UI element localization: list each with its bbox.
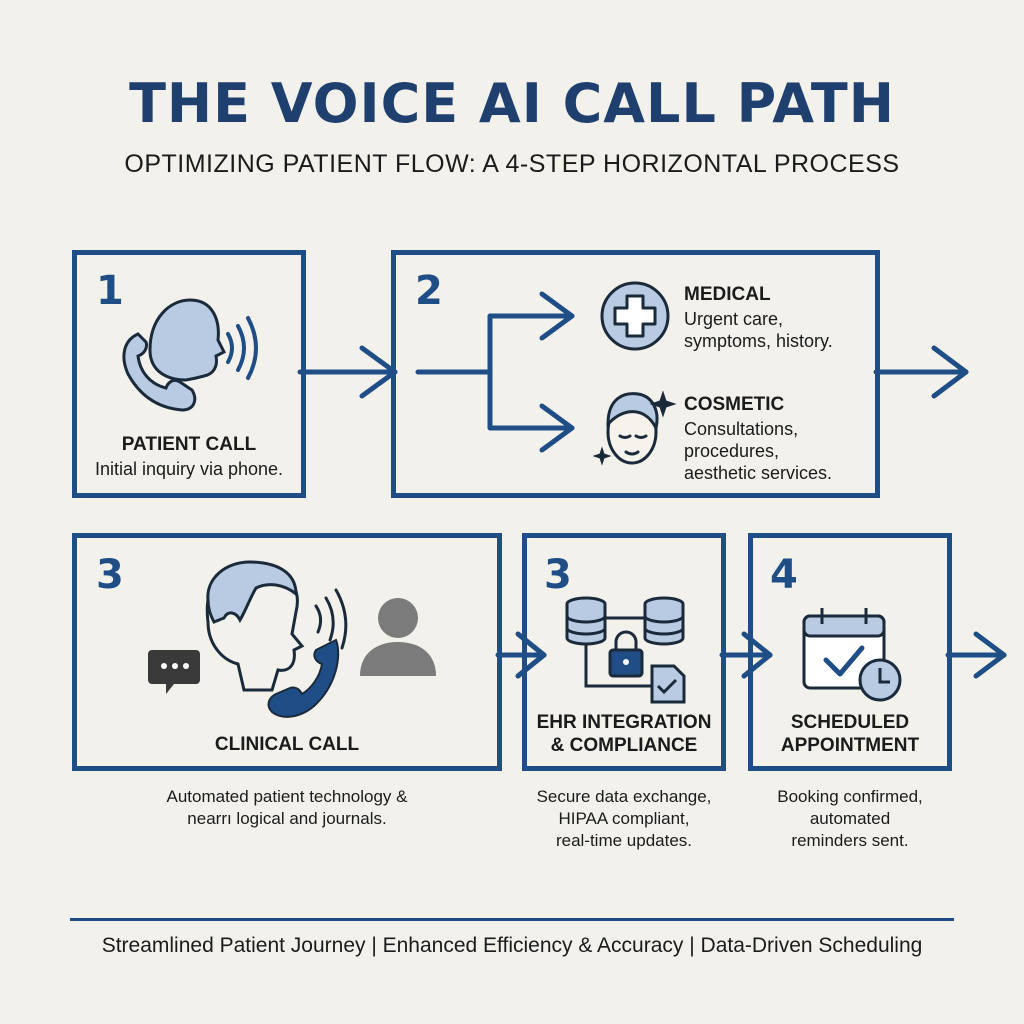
step3b-label-line1: EHR INTEGRATION (536, 712, 712, 733)
step3a-number: 3 (96, 552, 124, 598)
arrow-step2-out (873, 345, 969, 399)
database-lock-icon (565, 596, 686, 704)
step3b-label-line2: & COMPLIANCE (550, 735, 698, 756)
step1-label: PATIENT CALL (121, 434, 257, 455)
medical-desc-line1: Urgent care, (684, 309, 784, 329)
step3b-caption-line2: HIPAA compliant, (558, 809, 690, 828)
step3a-caption-line1: Automated patient technology & (166, 787, 408, 806)
step3b-caption-line1: Secure data exchange, (536, 787, 712, 806)
step4-label-line1: SCHEDULED (790, 712, 910, 733)
calendar-check-icon (802, 608, 902, 702)
step4-caption-line2: automated (809, 809, 891, 828)
step4-number: 4 (770, 552, 798, 598)
phone-speaking-icon (122, 298, 258, 412)
arrow-step3a-to-step3b (495, 631, 547, 679)
step4-caption-line1: Booking confirmed, (777, 787, 923, 806)
medical-desc-line2: symptoms, history. (684, 331, 833, 351)
cosmetic-desc-line1: Consultations, (684, 419, 799, 439)
step2-number: 2 (415, 268, 443, 314)
arrow-step1-to-step2 (297, 345, 398, 399)
arrow-step3b-to-step4 (719, 631, 773, 679)
step4-caption-line3: reminders sent. (791, 831, 909, 850)
step4-label-line2: APPOINTMENT (780, 735, 920, 756)
arrow-step4-out (945, 631, 1007, 679)
cosmetic-label: COSMETIC (684, 394, 785, 415)
medical-cross-icon (600, 281, 670, 351)
chat-bubble-icon (148, 650, 200, 694)
step4-box (748, 533, 952, 771)
step1-number: 1 (96, 268, 124, 314)
page-subtitle: OPTIMIZING PATIENT FLOW: A 4-STEP HORIZO… (124, 150, 900, 178)
step3a-box (72, 533, 502, 771)
person-call-icon (205, 560, 348, 718)
user-silhouette-icon (360, 598, 436, 676)
face-sparkle-icon (592, 390, 677, 466)
cosmetic-desc-line2: procedures, (684, 441, 780, 461)
footer-tagline: Streamlined Patient Journey | Enhanced E… (101, 934, 923, 957)
step3a-label: CLINICAL CALL (214, 734, 360, 755)
cosmetic-desc-line3: aesthetic services. (684, 463, 833, 483)
page-title: THE VOICE AI CALL PATH (129, 72, 895, 135)
medical-label: MEDICAL (684, 284, 771, 305)
step3b-number: 3 (544, 552, 572, 598)
step3b-caption-line3: real-time updates. (555, 831, 693, 850)
step1-description: Initial inquiry via phone. (94, 459, 284, 479)
branch-connector (415, 291, 575, 453)
footer-divider (70, 918, 954, 921)
step3b-box (522, 533, 726, 771)
step3a-caption-line2: nearrı logical and journals. (187, 809, 387, 828)
